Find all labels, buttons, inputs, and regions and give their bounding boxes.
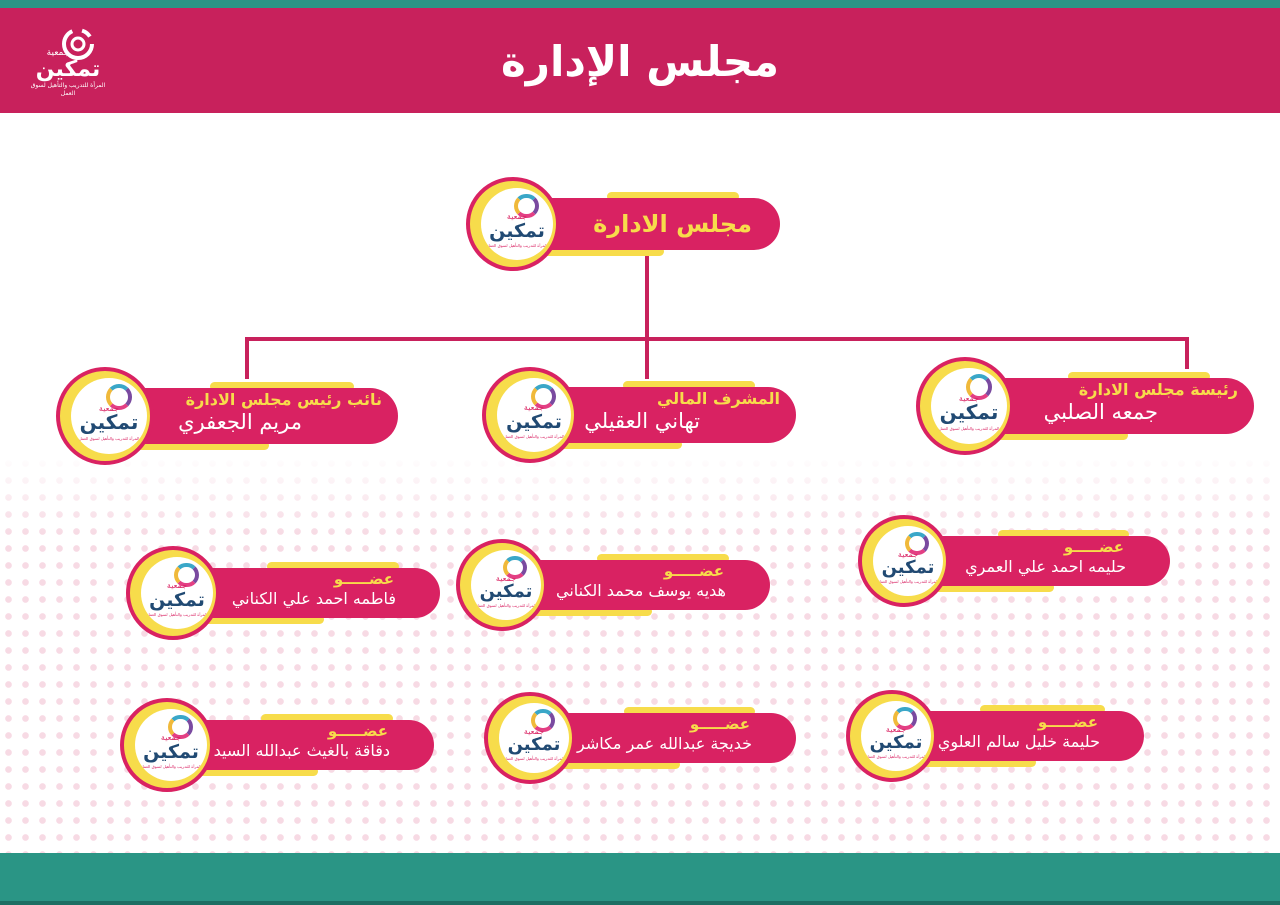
logo-subtitle: المرأة للتدريب والتأهيل لسوق العمل [877, 579, 939, 585]
logo-subtitle: المرأة للتدريب والتأهيل لسوق العمل [78, 435, 140, 441]
logo-word: تمكين [507, 733, 561, 755]
logo-subtitle: المرأة للتدريب والتأهيل لسوق العمل [938, 425, 1000, 431]
logo-word: تمكين [939, 400, 999, 425]
logo-subtitle: المرأة للتدريب والتأهيل لسوق العمل [486, 242, 548, 248]
header-banner: جمعية تمكين المرأة للتدريب والتأهيل لسوق… [0, 8, 1280, 113]
card-name: فاطمه احمد علي الكناني [231, 589, 396, 608]
logo-ring-icon [893, 706, 917, 731]
logo-ring-icon [503, 555, 527, 580]
logo-top-word: جمعية [495, 573, 517, 583]
logo-top-word: جمعية [98, 403, 120, 413]
card-role: عضـــــو [1063, 538, 1124, 556]
connector-right-drop [1185, 337, 1189, 369]
logo-subtitle: المرأة للتدريب والتأهيل لسوق العمل [30, 82, 106, 97]
logo-top-word: جمعية [897, 549, 919, 559]
logo-word: تمكين [869, 731, 923, 753]
card-role: عضـــــو [333, 570, 394, 588]
logo-word: تمكين [489, 219, 545, 242]
logo-ring-icon [905, 531, 929, 556]
page-title: مجلس الإدارة [500, 37, 779, 86]
connector-horizontal [245, 337, 1189, 341]
card-role: نائب رئيس مجلس الادارة [185, 390, 382, 409]
logo-ring-icon [965, 374, 992, 400]
card-title: مجلس الادارة [593, 210, 752, 238]
logo-top-word: جمعية [506, 212, 528, 222]
logo-top-word: جمعية [160, 733, 182, 743]
logo-word: تمكين [881, 556, 935, 578]
card-name: هديه يوسف محمد الكناني [555, 581, 726, 600]
card-role: عضـــــو [689, 715, 750, 733]
logo-top-word: جمعية [885, 724, 907, 734]
logo-top-word: جمعية [523, 726, 545, 736]
card-role: عضـــــو [327, 722, 388, 740]
association-logo: جمعية تمكين المرأة للتدريب والتأهيل لسوق… [28, 22, 108, 102]
footer-band [0, 853, 1280, 905]
logo-top-word: جمعية [46, 48, 70, 58]
logo-subtitle: المرأة للتدريب والتأهيل لسوق العمل [503, 434, 565, 440]
logo-ring-icon [174, 562, 199, 588]
card-role: رئيسة مجلس الادارة [1078, 380, 1238, 399]
card-role: عضـــــو [1037, 713, 1098, 731]
logo-ring-icon [168, 714, 193, 740]
logo-word: تمكين [479, 580, 533, 602]
logo-subtitle: المرأة للتدريب والتأهيل لسوق العمل [146, 611, 208, 617]
card-name: خديجة عبدالله عمر مكاشر [576, 734, 752, 753]
logo-ring-icon [62, 28, 94, 60]
card-name: جمعه الصلبي [1043, 400, 1158, 424]
top-strip [0, 0, 1280, 8]
logo-word: تمكين [143, 740, 199, 763]
logo-subtitle: المرأة للتدريب والتأهيل لسوق العمل [503, 756, 565, 762]
logo-top-word: جمعية [166, 581, 188, 591]
logo-word: تمكين [35, 57, 101, 82]
logo-subtitle: المرأة للتدريب والتأهيل لسوق العمل [475, 603, 537, 609]
card-role: عضـــــو [663, 562, 724, 580]
connector-root-trunk [645, 250, 649, 340]
card-name: تهاني العقيلي [584, 409, 700, 433]
connector-center-drop [645, 337, 649, 379]
connector-left-drop [245, 337, 249, 379]
logo-ring-icon [531, 383, 557, 410]
card-role: المشرف المالي [656, 389, 780, 408]
card-name: دقاقة بالغيث عبدالله السيد [213, 741, 390, 760]
card-name: حليمه احمد علي العمري [965, 557, 1126, 576]
logo-top-word: جمعية [523, 403, 545, 413]
logo-subtitle: المرأة للتدريب والتأهيل لسوق العمل [140, 763, 202, 769]
card-name: مريم الجعفري [178, 410, 302, 434]
logo-word: تمكين [79, 410, 139, 435]
card-name: حليمة خليل سالم العلوي [937, 732, 1100, 751]
logo-subtitle: المرأة للتدريب والتأهيل لسوق العمل [865, 754, 927, 760]
logo-ring-icon [531, 708, 555, 733]
logo-word: تمكين [506, 410, 562, 433]
logo-top-word: جمعية [958, 393, 980, 403]
logo-ring-icon [105, 384, 132, 410]
logo-ring-icon [514, 193, 539, 219]
logo-word: تمكين [149, 588, 205, 611]
